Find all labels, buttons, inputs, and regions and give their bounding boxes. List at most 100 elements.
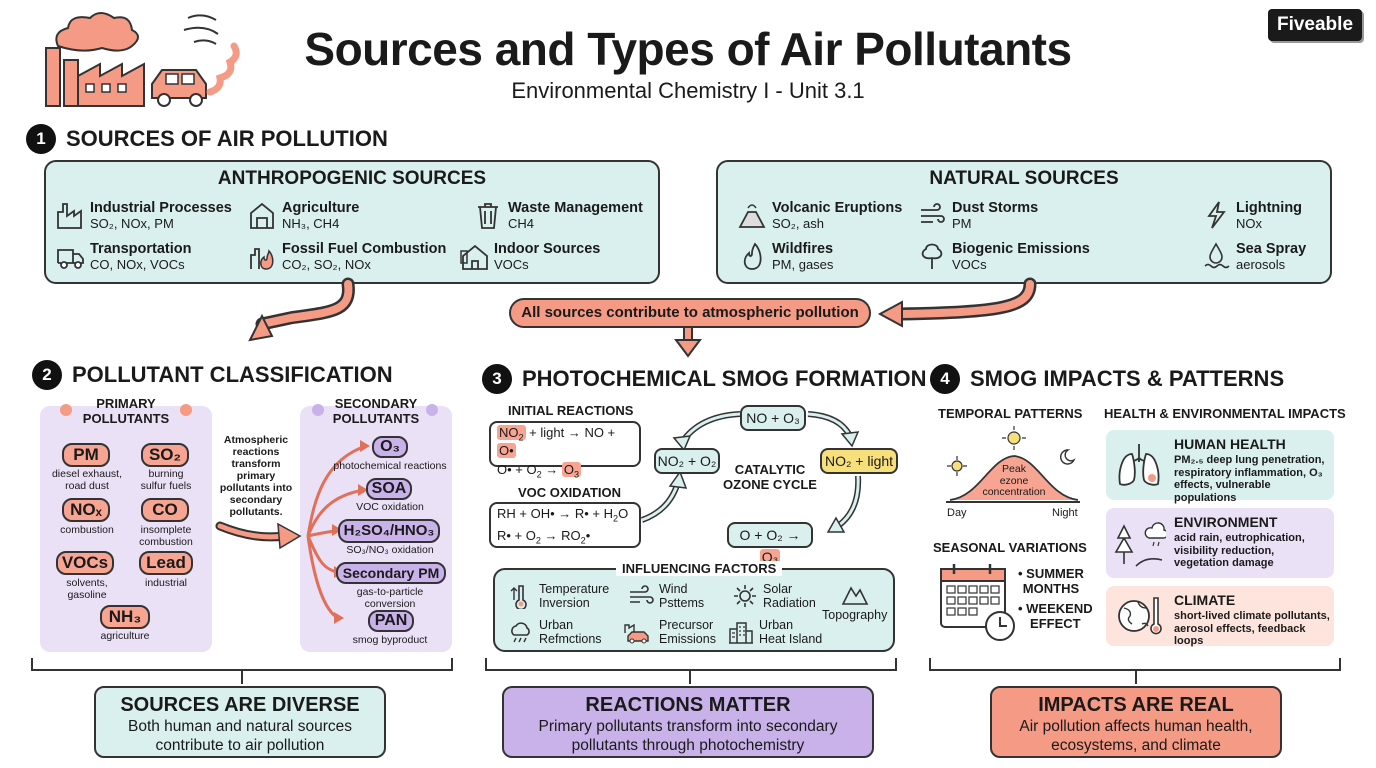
pollutant-lead: Lead xyxy=(139,551,193,575)
section-number: 4 xyxy=(930,364,960,394)
pollutant-note: smog byproduct xyxy=(352,634,428,646)
droplet-icon xyxy=(1204,242,1230,269)
section-2-header: 2 POLLUTANT CLASSIFICATION xyxy=(32,360,393,390)
house-icon xyxy=(460,244,488,270)
pollutant-so2: SO₂ xyxy=(141,443,189,467)
sun-icon xyxy=(734,585,756,607)
health-env-impacts-title: HEALTH & ENVIRONMENTAL IMPACTS xyxy=(1104,406,1346,421)
summary-banner-reactions: REACTIONS MATTER Primary pollutants tran… xyxy=(502,686,874,758)
calendar-clock-icon xyxy=(940,564,1015,641)
summary-banner-sources: SOURCES ARE DIVERSE Both human and natur… xyxy=(94,686,386,758)
pollutant-vocs: VOCs xyxy=(56,551,114,575)
trash-icon xyxy=(478,203,498,229)
cycle-node-no2-light: NO₂ + light xyxy=(820,448,898,474)
pollutant-co: CO xyxy=(141,498,189,522)
section-3-header: 3 PHOTOCHEMICAL SMOG FORMATION xyxy=(482,364,927,394)
flame-icon xyxy=(743,242,762,270)
anthropogenic-sources-box: ANTHROPOGENIC SOURCES xyxy=(44,160,660,284)
factory-icon xyxy=(57,203,82,229)
section-title: SOURCES OF AIR POLLUTION xyxy=(66,126,388,151)
pollutant-o3: O₃ xyxy=(372,436,408,458)
truck-icon xyxy=(57,249,84,269)
pollutant-note: solvents,gasoline xyxy=(66,577,108,601)
reaction-line: R• + O2 → RO2• xyxy=(497,527,591,546)
pollutant-note: agriculture xyxy=(100,630,150,642)
section-4-header: 4 SMOG IMPACTS & PATTERNS xyxy=(930,364,1284,394)
impact-card-climate: CLIMATE short-lived climate pollutants,a… xyxy=(1106,586,1334,647)
natural-sources-box: NATURAL SOURCES xyxy=(716,160,1332,284)
temporal-curve-chart xyxy=(946,426,1080,503)
reaction-line: NO2 + light → NO + O• xyxy=(497,425,616,458)
temporal-patterns-title: TEMPORAL PATTERNS xyxy=(938,406,1083,421)
ozone-cycle-arrows xyxy=(640,411,862,533)
section-title: SMOG IMPACTS & PATTERNS xyxy=(970,366,1285,391)
section-number: 2 xyxy=(32,360,62,390)
fire-icon xyxy=(250,248,274,270)
initial-reactions-label: INITIAL REACTIONS xyxy=(508,403,634,418)
night-label: Night xyxy=(1052,507,1078,519)
fiveable-logo[interactable]: Fiveable xyxy=(1268,9,1362,41)
car-factory-icon xyxy=(624,623,649,644)
lightning-icon xyxy=(1207,201,1226,229)
wind-icon xyxy=(630,585,654,604)
reaction-line: RH + OH• → R• + H2O xyxy=(497,506,629,524)
factory-car-illustration-icon xyxy=(45,12,240,107)
barn-icon xyxy=(250,202,274,229)
pollutant-note: combustion xyxy=(60,524,114,536)
tree-icon xyxy=(921,243,943,269)
pin-dot xyxy=(60,404,72,416)
pollutant-note: photochemical reactions xyxy=(333,460,447,472)
section-number: 3 xyxy=(482,364,512,394)
voc-oxidation-label: VOC OXIDATION xyxy=(518,485,622,500)
section-title: PHOTOCHEMICAL SMOG FORMATION xyxy=(522,366,927,391)
transform-arrows xyxy=(215,440,370,624)
pin-dot xyxy=(426,404,438,416)
box-title: NATURAL SOURCES xyxy=(929,168,1119,189)
pin-dot xyxy=(180,404,192,416)
box-title: ANTHROPOGENIC SOURCES xyxy=(217,168,487,189)
forest-icon xyxy=(1114,522,1166,567)
buildings-icon xyxy=(729,622,753,644)
volcano-icon xyxy=(738,204,766,228)
section-title: POLLUTANT CLASSIFICATION xyxy=(72,362,393,387)
pollutant-h2so4-hno3: H₂SO₄/HNO₃ xyxy=(338,519,440,543)
influencing-factors-title: INFLUENCING FACTORS xyxy=(616,561,783,576)
summary-brackets xyxy=(31,658,1341,684)
thermometer-icon xyxy=(510,585,527,609)
pollutant-note: SO₃/NO₃ oxidation xyxy=(346,544,434,556)
voc-oxidation-box: RH + OH• → R• + H2O R• + O2 → RO2• xyxy=(489,502,641,548)
pollutant-pan: PAN xyxy=(368,610,414,632)
pollutant-nh3: NH₃ xyxy=(100,605,150,629)
page-title: Sources and Types of Air Pollutants xyxy=(304,23,1072,75)
wind-icon xyxy=(921,203,945,223)
pollutant-pm: PM xyxy=(62,443,110,467)
impact-card-environment: ENVIRONMENT acid rain, eutrophication,vi… xyxy=(1106,508,1334,578)
day-label: Day xyxy=(947,507,967,519)
section-1-header: 1 SOURCES OF AIR POLLUTION xyxy=(26,124,388,154)
globe-thermometer-icon xyxy=(1118,597,1162,635)
cycle-node-no-o3: NO + O₃ xyxy=(740,405,806,431)
pin-dot xyxy=(312,404,324,416)
